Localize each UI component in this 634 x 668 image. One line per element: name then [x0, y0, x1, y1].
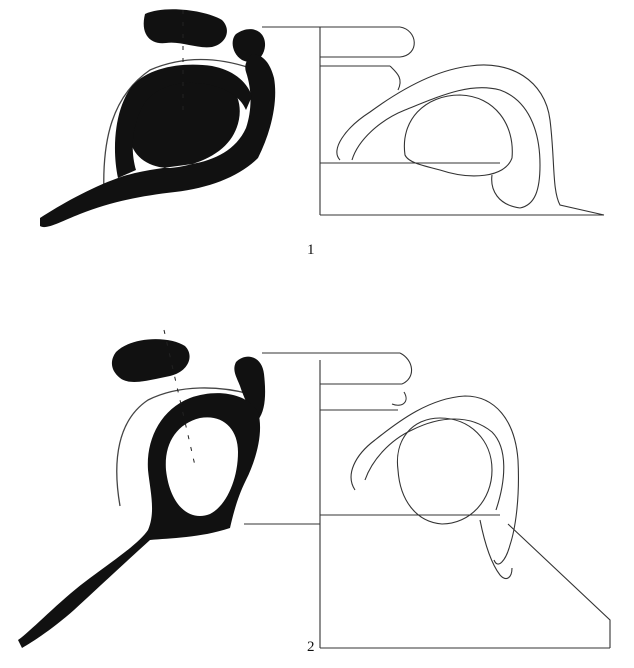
- figure-2-number: 2: [307, 640, 315, 655]
- figure-2-section: [244, 353, 610, 648]
- figure-2-outline-foot: [480, 520, 512, 579]
- figure-1-number: 1: [307, 243, 315, 258]
- figure-1-outline-foot: [492, 175, 520, 208]
- figure-1-notch: [390, 66, 400, 90]
- figure-1-outline-arch: [337, 65, 604, 215]
- figure-1-profile: [40, 9, 275, 227]
- figure-1-outline-bulb: [404, 95, 512, 176]
- figure-2-notch: [392, 392, 406, 405]
- figure-2-profile: [18, 330, 265, 648]
- figure-1-drawing: [40, 9, 604, 227]
- figure-1-top-cap: [400, 27, 414, 57]
- figure-2-main-body: [18, 393, 260, 648]
- figure-2-drawing: [18, 330, 610, 648]
- figure-1-upper-blob: [144, 9, 227, 47]
- figure-2-outline-inner-arch: [365, 419, 504, 510]
- figure-2-slope-line: [508, 524, 610, 648]
- figure-2-top-cap: [400, 353, 412, 384]
- figure-1-section: [262, 27, 604, 215]
- figure-2-outline-bulb: [397, 418, 492, 524]
- figure-2-upper-blob: [112, 339, 190, 382]
